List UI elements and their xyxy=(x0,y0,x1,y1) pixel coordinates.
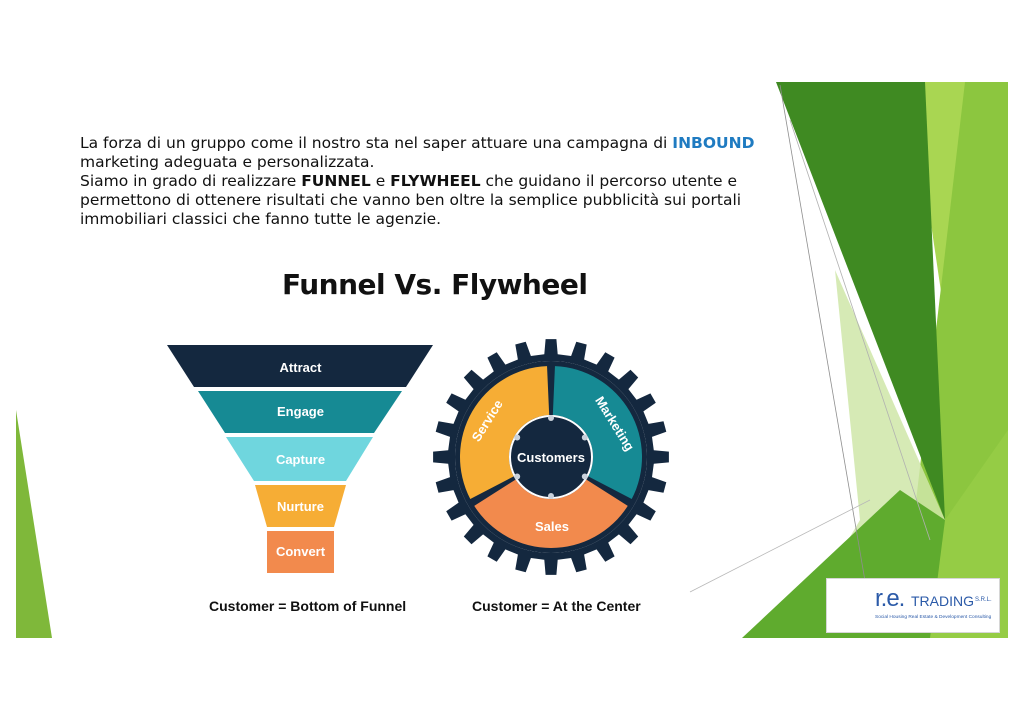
intro-funnel-word: FUNNEL xyxy=(301,172,371,190)
flywheel-dot xyxy=(548,493,554,499)
funnel-stage-engage xyxy=(198,391,402,433)
flywheel-dot xyxy=(514,473,521,480)
decor-line-1 xyxy=(779,84,871,611)
flywheel-segments xyxy=(459,366,642,548)
intro-paragraph: La forza di un gruppo come il nostro sta… xyxy=(80,134,770,229)
intro-text-1: La forza di un gruppo come il nostro sta… xyxy=(80,134,673,152)
funnel-stage-label-attract: Attract xyxy=(280,360,323,375)
funnel-stage-label-convert: Convert xyxy=(276,544,326,559)
flywheel-segment-marketing xyxy=(552,366,642,500)
funnel-stage-convert xyxy=(267,531,334,573)
logo-suffix: S.R.L. xyxy=(975,597,992,603)
funnel-stage-nurture xyxy=(255,485,346,527)
funnel-stage-label-engage: Engage xyxy=(277,404,324,419)
decor-green-left xyxy=(16,410,52,638)
logo-tagline: Social Housing Real Estate & Development… xyxy=(875,615,992,620)
decor-line-3 xyxy=(689,499,871,593)
flywheel-center-label: Customers xyxy=(517,450,585,465)
funnel-stage-capture xyxy=(226,437,373,481)
decor-line-2 xyxy=(789,119,931,541)
flywheel-dots xyxy=(514,415,588,499)
flywheel-dot xyxy=(581,473,588,480)
intro-text-3: Siamo in grado di realizzare xyxy=(80,172,302,190)
funnel-stage-label-nurture: Nurture xyxy=(277,499,324,514)
flywheel-dot xyxy=(581,434,588,441)
funnel-caption: Customer = Bottom of Funnel xyxy=(209,598,407,614)
funnel-stage-label-capture: Capture xyxy=(276,452,325,467)
intro-text-2: marketing adeguata e personalizzata. xyxy=(80,153,375,171)
intro-flywheel-word: FLYWHEEL xyxy=(390,172,481,190)
flywheel-dot xyxy=(514,434,521,441)
diagram-title: Funnel Vs. Flywheel xyxy=(282,268,588,301)
flywheel-diagram: Customers Service Marketing Sales xyxy=(433,339,669,575)
flywheel-segment-service xyxy=(459,366,550,500)
flywheel-dot xyxy=(548,415,554,421)
intro-and: e xyxy=(370,172,391,190)
decor-green-dark-top xyxy=(776,82,945,520)
logo-brand: r.e. xyxy=(875,585,905,612)
flywheel-caption: Customer = At the Center xyxy=(472,598,641,614)
intro-text-4: che guidano il percorso utente e permett… xyxy=(80,172,742,228)
logo-brand-2: TRADING xyxy=(911,593,974,609)
intro-highlight-inbound: INBOUND xyxy=(672,134,755,152)
flywheel-segment-label-sales: Sales xyxy=(535,519,569,534)
flywheel-segment-sales xyxy=(474,479,628,548)
funnel-stage-attract xyxy=(167,345,433,387)
company-logo: r.e. TRADING S.R.L. Social Housing Real … xyxy=(826,578,1000,633)
